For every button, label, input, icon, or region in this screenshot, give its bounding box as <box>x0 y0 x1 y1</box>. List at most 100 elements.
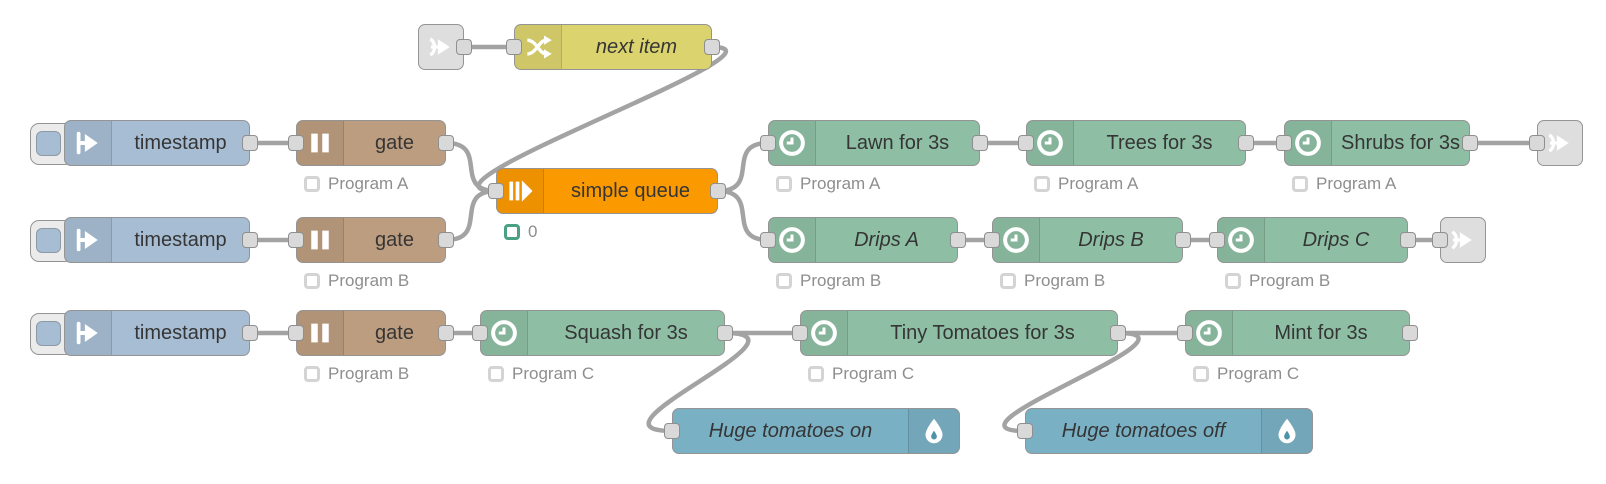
gate-c-output-port[interactable] <box>438 324 454 341</box>
lawn-timer-input-port[interactable] <box>760 134 776 151</box>
next-item-input-port[interactable] <box>506 38 522 55</box>
drips-c-timer-output-port[interactable] <box>1400 231 1416 248</box>
status-ring-icon <box>1193 366 1209 382</box>
wire-next-item-to-simple-queue[interactable] <box>476 44 729 194</box>
gate-b-output-port[interactable] <box>438 231 454 248</box>
trees-timer-output-port[interactable] <box>1238 134 1254 151</box>
gate-c-label: gate <box>375 321 414 344</box>
inject-timestamp-b-output-port[interactable] <box>242 231 258 248</box>
mint-timer[interactable]: Mint for 3s <box>1177 310 1418 356</box>
huge-tomatoes-on-label: Huge tomatoes on <box>708 419 873 442</box>
wire-simple-queue-to-drips-a-timer[interactable] <box>715 188 771 243</box>
gate-b-input-port[interactable] <box>288 231 304 248</box>
gate-c-status: Program B <box>304 364 409 384</box>
clock-icon <box>769 218 816 262</box>
tiny-tomatoes-timer[interactable]: Tiny Tomatoes for 3s <box>792 310 1126 356</box>
link-out-b-input-port[interactable] <box>1432 231 1448 248</box>
drips-b-timer[interactable]: Drips B <box>984 217 1191 263</box>
simple-queue-status: 0 <box>504 222 537 242</box>
gate-c[interactable]: gate <box>288 310 454 356</box>
gate-a-output-port[interactable] <box>438 134 454 151</box>
shrubs-timer-input-port[interactable] <box>1276 134 1292 151</box>
clock-icon <box>1285 121 1332 165</box>
lawn-timer-label: Lawn for 3s <box>845 131 950 154</box>
lawn-timer-status: Program A <box>776 174 880 194</box>
simple-queue-status-text: 0 <box>528 222 538 241</box>
drips-a-timer-output-port[interactable] <box>950 231 966 248</box>
squash-timer[interactable]: Squash for 3s <box>472 310 733 356</box>
next-item-output-port[interactable] <box>704 38 720 55</box>
inject-icon <box>65 121 112 165</box>
gate-b-status: Program B <box>304 271 409 291</box>
mint-timer-label: Mint for 3s <box>1274 321 1368 344</box>
huge-tomatoes-on-input-port[interactable] <box>664 422 680 439</box>
clock-icon <box>1186 311 1233 355</box>
huge-tomatoes-off-input-port[interactable] <box>1017 422 1033 439</box>
status-ring-icon <box>776 176 792 192</box>
inject-timestamp-c-button-inner <box>36 321 61 346</box>
simple-queue[interactable]: simple queue <box>488 168 726 214</box>
tiny-tomatoes-timer-output-port[interactable] <box>1110 324 1126 341</box>
drips-b-timer-output-port[interactable] <box>1175 231 1191 248</box>
status-ring-icon <box>488 366 504 382</box>
drips-a-timer[interactable]: Drips A <box>760 217 966 263</box>
huge-tomatoes-on[interactable]: Huge tomatoes on <box>664 408 960 454</box>
huge-tomatoes-off[interactable]: Huge tomatoes off <box>1017 408 1313 454</box>
gate-b[interactable]: gate <box>288 217 454 263</box>
inject-timestamp-c[interactable]: timestamp <box>64 310 258 356</box>
trees-timer-input-port[interactable] <box>1018 134 1034 151</box>
wire-simple-queue-to-lawn-timer[interactable] <box>715 140 771 194</box>
inject-timestamp-b-label: timestamp <box>134 228 227 251</box>
status-ring-icon <box>776 273 792 289</box>
drips-b-timer-input-port[interactable] <box>984 231 1000 248</box>
inject-timestamp-a-button-inner <box>36 131 61 156</box>
gate-c-input-port[interactable] <box>288 324 304 341</box>
drips-c-timer-status: Program B <box>1225 271 1330 291</box>
link-out-a-input-port[interactable] <box>1529 134 1545 151</box>
link-in-top[interactable] <box>418 24 472 70</box>
wire-gate-a-to-simple-queue[interactable] <box>443 140 499 194</box>
clock-icon <box>1218 218 1265 262</box>
inject-timestamp-c-output-port[interactable] <box>242 324 258 341</box>
inject-timestamp-c-label: timestamp <box>134 321 227 344</box>
simple-queue-input-port[interactable] <box>488 182 504 199</box>
gate-a-input-port[interactable] <box>288 134 304 151</box>
lawn-timer[interactable]: Lawn for 3s <box>760 120 988 166</box>
mint-timer-output-port[interactable] <box>1402 324 1418 341</box>
squash-timer-output-port[interactable] <box>717 324 733 341</box>
simple-queue-output-port[interactable] <box>710 182 726 199</box>
lawn-timer-output-port[interactable] <box>972 134 988 151</box>
gate-a[interactable]: gate <box>288 120 454 166</box>
next-item[interactable]: next item <box>506 24 720 70</box>
status-ring-icon <box>304 366 320 382</box>
link-in-top-output-port[interactable] <box>456 38 472 55</box>
link-icon <box>1538 121 1582 165</box>
squash-timer-status: Program C <box>488 364 594 384</box>
pause-icon <box>297 218 344 262</box>
drips-a-timer-input-port[interactable] <box>760 231 776 248</box>
inject-icon <box>65 218 112 262</box>
drips-c-timer-input-port[interactable] <box>1209 231 1225 248</box>
inject-timestamp-a[interactable]: timestamp <box>64 120 258 166</box>
trees-timer-status: Program A <box>1034 174 1138 194</box>
shuffle-icon <box>515 25 562 69</box>
link-out-a[interactable] <box>1529 120 1583 166</box>
clock-icon <box>993 218 1040 262</box>
trees-timer[interactable]: Trees for 3s <box>1018 120 1254 166</box>
mint-timer-input-port[interactable] <box>1177 324 1193 341</box>
lawn-timer-status-text: Program A <box>800 174 881 193</box>
link-out-b[interactable] <box>1432 217 1486 263</box>
mint-timer-status-text: Program C <box>1217 364 1300 383</box>
tiny-tomatoes-timer-status: Program C <box>808 364 914 384</box>
wire-gate-b-to-simple-queue[interactable] <box>443 188 499 243</box>
inject-timestamp-b[interactable]: timestamp <box>64 217 258 263</box>
wire-tiny-tomatoes-timer-to-huge-tomatoes-off[interactable] <box>1002 330 1141 434</box>
shrubs-timer[interactable]: Shrubs for 3s <box>1276 120 1478 166</box>
inject-timestamp-a-output-port[interactable] <box>242 134 258 151</box>
shrubs-timer-output-port[interactable] <box>1462 134 1478 151</box>
wire-squash-timer-to-huge-tomatoes-on[interactable] <box>646 330 751 434</box>
tiny-tomatoes-timer-input-port[interactable] <box>792 324 808 341</box>
squash-timer-input-port[interactable] <box>472 324 488 341</box>
drips-c-timer[interactable]: Drips C <box>1209 217 1416 263</box>
